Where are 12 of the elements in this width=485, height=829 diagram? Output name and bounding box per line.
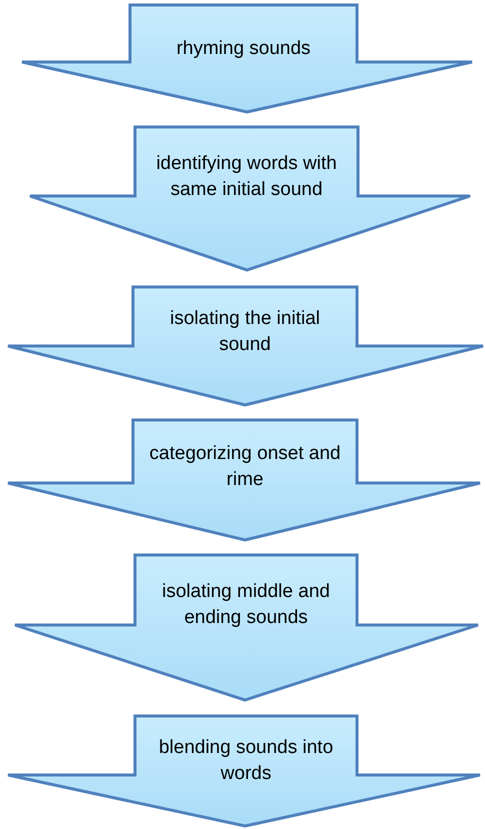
down-arrow-shape	[8, 287, 483, 405]
step-label: rhyming sounds	[175, 36, 312, 60]
down-arrow-shape	[30, 127, 470, 270]
step-label: isolating middle and ending sounds	[161, 580, 331, 630]
step-label: categorizing onset and rime	[148, 442, 342, 492]
down-arrow-shape	[8, 716, 480, 826]
step-label: isolating the initial sound	[169, 306, 321, 356]
down-arrow-shape	[22, 5, 472, 112]
down-arrow-shape	[15, 555, 478, 700]
step-label: identifying words with same initial sound	[155, 152, 338, 202]
down-arrow-shape	[8, 420, 480, 540]
step-label: blending sounds into words	[158, 736, 334, 786]
